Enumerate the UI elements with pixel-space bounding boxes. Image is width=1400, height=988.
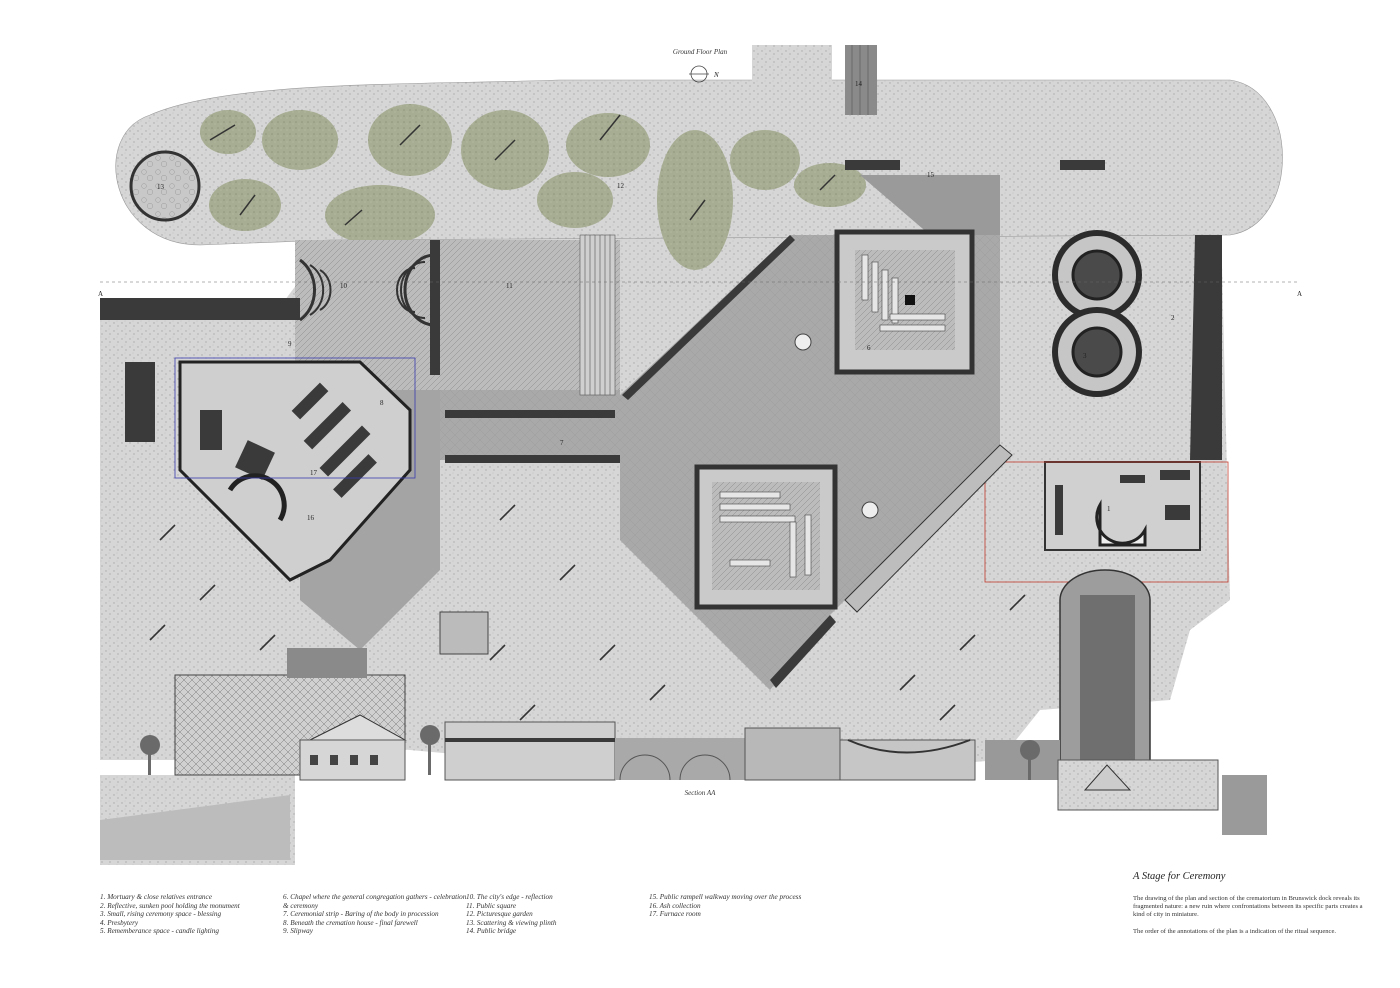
legend-item: 13. Scattering & viewing plinth	[466, 918, 557, 927]
label-1: 1	[1107, 505, 1111, 513]
section-marker-right: A	[1297, 290, 1302, 298]
legend-column-2: 6. Chapel where the general congregation…	[283, 893, 466, 936]
label-8: 8	[380, 399, 384, 407]
square-steps	[579, 234, 616, 396]
ceremonial-strip	[844, 444, 1013, 613]
dark-walls	[100, 160, 1222, 688]
ground-markers	[149, 504, 1026, 721]
legend-item: 16. Ash collection	[649, 901, 701, 910]
label-9: 9	[288, 340, 292, 348]
legend-column-1: 1. Mortuary & close relatives entrance 2…	[100, 893, 240, 936]
section-marker-left: A	[98, 290, 103, 298]
reflective-pools	[1052, 230, 1142, 397]
legend-item: 12. Picturesque garden	[466, 910, 533, 919]
amphitheatre	[299, 253, 436, 327]
legend-item: 15. Public rampell walkway moving over t…	[649, 893, 802, 901]
legend-item: & ceremony	[283, 901, 319, 910]
chapel-lower	[694, 464, 838, 610]
label-17: 17	[310, 469, 318, 477]
plan-title: Ground Floor Plan	[672, 48, 728, 56]
legend-item: 2. Reflective, sunken pool holding the m…	[100, 901, 240, 910]
legend-item: 1. Mortuary & close relatives entrance	[100, 893, 212, 901]
label-14: 14	[855, 80, 863, 88]
legend-column-4: 15. Public rampell walkway moving over t…	[649, 893, 801, 919]
label-3: 3	[1083, 352, 1087, 360]
legend-item: 8. Beneath the cremation house - final f…	[283, 918, 418, 927]
legend-item: 17. Furnace room	[649, 910, 701, 919]
legend-item: 7. Ceremonial strip - Baring of the body…	[283, 910, 439, 919]
label-7: 7	[560, 439, 564, 447]
label-11: 11	[506, 282, 513, 290]
label-12: 12	[617, 182, 625, 190]
label-15: 15	[927, 171, 935, 179]
project-title: A Stage for Ceremony	[1133, 871, 1226, 882]
label-10: 10	[340, 282, 348, 290]
chapel-upper	[834, 229, 975, 375]
legend-item: 14. Public bridge	[466, 927, 517, 936]
plan-annotations: 13 12 14 15 10 11 9 8 7 17 16 6 2 3 1 A …	[98, 71, 1302, 522]
legend-item: 10. The city's edge - reflection	[466, 893, 553, 901]
label-6: 6	[867, 344, 871, 352]
legend-item: 9. Slipway	[283, 927, 313, 936]
legend-item: 11. Public square	[466, 901, 517, 910]
legend-item: 5. Rememberance space - candle lighting	[100, 927, 219, 936]
description-paragraph: The drawing of the plan and section of t…	[1133, 895, 1363, 919]
legend-item: 6. Chapel where the general congregation…	[283, 893, 467, 901]
north-label: N	[713, 71, 719, 79]
description-paragraph: The order of the annotations of the plan…	[1133, 927, 1337, 935]
legend-item: 3. Small, rising ceremony space - blessi…	[100, 910, 222, 919]
label-16: 16	[307, 514, 315, 522]
legend-column-3: 10. The city's edge - reflection 11. Pub…	[466, 893, 556, 936]
label-13: 13	[157, 183, 165, 191]
mortuary-block	[984, 461, 1229, 583]
cremation-house	[174, 357, 416, 582]
section-title: Section AA	[684, 789, 716, 797]
project-description: The drawing of the plan and section of t…	[1133, 895, 1365, 944]
section-aa	[100, 648, 1267, 865]
legend-item: 4. Presbytery	[100, 918, 139, 927]
north-arrow-icon	[689, 65, 709, 83]
label-2: 2	[1171, 314, 1175, 322]
